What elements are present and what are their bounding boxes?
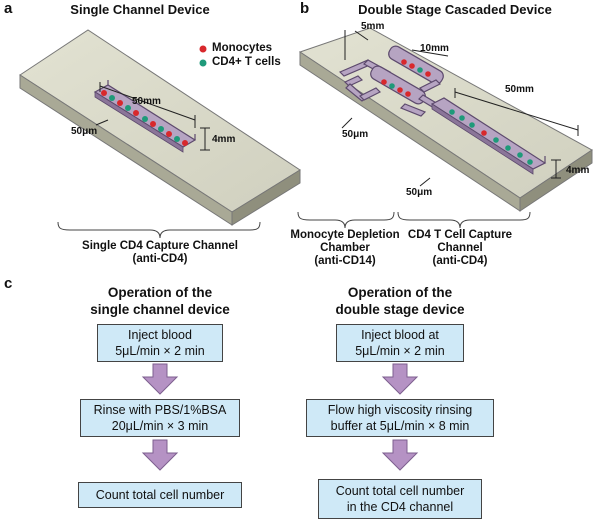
dim-5mm: 5mm <box>361 21 385 32</box>
bracket-a <box>57 221 261 239</box>
caption-b-right-2: Channel <box>437 242 483 254</box>
legend-monocyte-dot <box>199 45 207 53</box>
dimension-lines-b <box>341 30 579 187</box>
panel-a-letter: a <box>4 0 13 17</box>
single-step-count: Count total cell number <box>78 482 242 508</box>
single-step-count-line1: Count total cell number <box>95 488 225 502</box>
dim-50um-channel: 50μm <box>406 187 433 198</box>
dim-length-a: 50mm <box>132 96 161 107</box>
single-step-rinse-line2: 20μL/min × 3 min <box>111 419 209 433</box>
legend-cd4-dot <box>199 59 207 67</box>
single-op-title-2: single channel device <box>90 302 230 317</box>
double-step-inject-line2: 5μL/min × 2 min <box>355 344 445 358</box>
capture-channel-b <box>430 97 547 175</box>
panel-b-letter: b <box>300 0 310 17</box>
single-step-inject: Inject blood 5μL/min × 2 min <box>97 324 223 362</box>
legend-cd4: CD4+ T cells <box>212 56 281 68</box>
chip-b-side <box>519 149 593 212</box>
caption-b-right-1: CD4 T Cell Capture <box>407 229 513 241</box>
arrow-double-1 <box>381 363 419 395</box>
dim-height-a: 50μm <box>71 126 98 137</box>
double-op-title-1: Operation of the <box>347 285 453 300</box>
single-step-inject-line2: 5μL/min × 2 min <box>115 344 205 358</box>
bracket-b-right <box>397 211 531 229</box>
double-step-flow-line1: Flow high viscosity rinsing <box>327 403 473 417</box>
caption-b-left-1: Monocyte Depletion <box>290 229 400 241</box>
single-op-title-1: Operation of the <box>107 285 213 300</box>
cells-b-channel <box>449 109 533 165</box>
dim-10mm: 10mm <box>420 43 449 54</box>
dimension-lines-a <box>95 82 210 151</box>
single-step-inject-line1: Inject blood <box>128 328 192 342</box>
cells-a <box>101 90 188 146</box>
bracket-b-left <box>297 211 395 229</box>
chip-a-side <box>231 169 301 226</box>
dim-50mm-b: 50mm <box>505 84 534 95</box>
double-step-count: Count total cell number in the CD4 chann… <box>318 479 482 519</box>
caption-a-line2: (anti-CD4) <box>132 253 188 265</box>
caption-a-line1: Single CD4 Capture Channel <box>82 240 238 252</box>
panel-c-letter: c <box>4 275 13 292</box>
caption-b-left-3: (anti-CD14) <box>314 255 376 267</box>
double-step-inject-line1: Inject blood at <box>361 328 439 342</box>
legend-monocytes: Monocytes <box>212 42 273 54</box>
double-op-title-2: double stage device <box>335 302 465 317</box>
dim-width-a: 4mm <box>212 134 236 145</box>
double-step-count-line1: Count total cell number <box>335 484 465 498</box>
single-step-rinse-line1: Rinse with PBS/1%BSA <box>93 403 227 417</box>
double-step-flow: Flow high viscosity rinsing buffer at 5μ… <box>306 399 494 437</box>
arrow-single-1 <box>141 363 179 395</box>
dim-4mm-b: 4mm <box>566 165 590 176</box>
panel-a-title: Single Channel Device <box>70 2 210 17</box>
arrow-single-2 <box>141 439 179 471</box>
single-step-rinse: Rinse with PBS/1%BSA 20μL/min × 3 min <box>80 399 240 437</box>
double-step-count-line2: in the CD4 channel <box>346 500 454 514</box>
caption-b-left-2: Chamber <box>320 242 370 254</box>
cells-b-chambers <box>381 59 431 97</box>
double-step-inject: Inject blood at 5μL/min × 2 min <box>336 324 464 362</box>
panel-b-title: Double Stage Cascaded Device <box>358 2 552 17</box>
flow-arrows <box>141 363 419 471</box>
double-step-flow-line2: buffer at 5μL/min × 8 min <box>330 419 470 433</box>
caption-b-right-3: (anti-CD4) <box>432 255 488 267</box>
dim-50um-chamber: 50μm <box>342 129 369 140</box>
arrow-double-2 <box>381 439 419 471</box>
